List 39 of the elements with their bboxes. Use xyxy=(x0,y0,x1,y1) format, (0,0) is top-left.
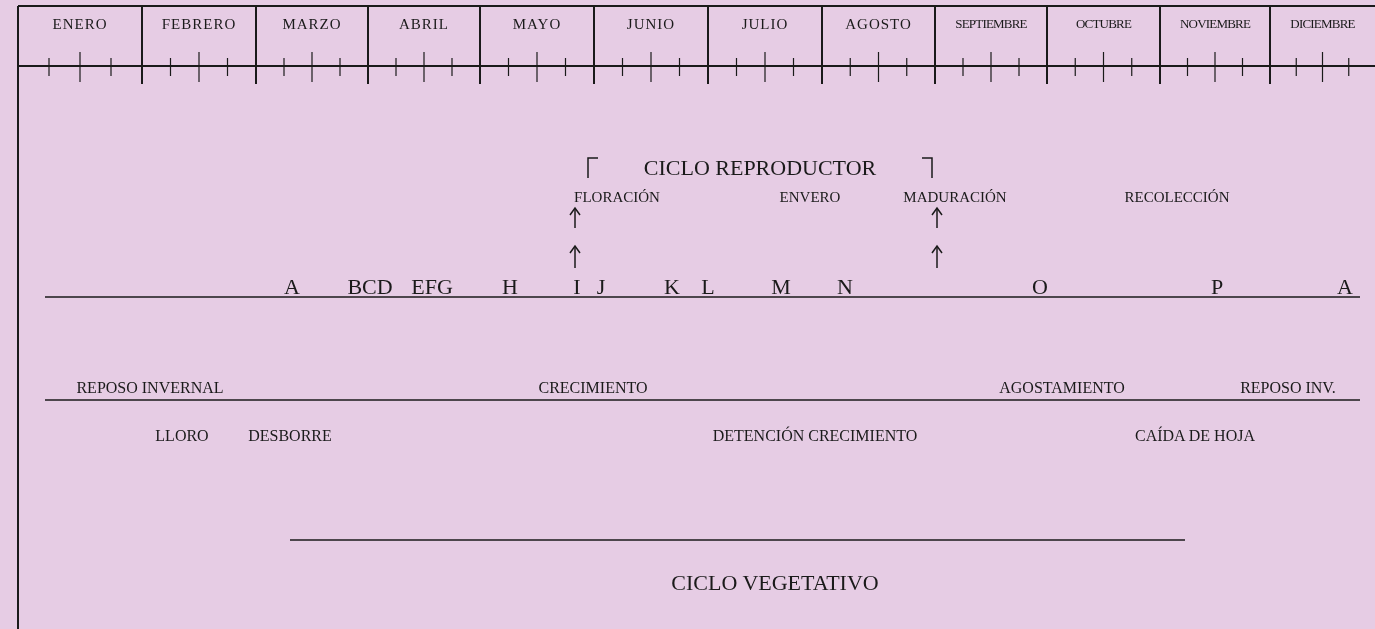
event-label: CAÍDA DE HOJA xyxy=(1135,427,1255,445)
period-label: REPOSO INVERNAL xyxy=(76,379,224,397)
stage-letter: P xyxy=(1210,274,1224,300)
stage-letter: EFG xyxy=(411,274,453,300)
phase-label: FLORACIÓN xyxy=(574,188,660,206)
event-label: DETENCIÓN CRECIMIENTO xyxy=(712,427,918,445)
month-label: JUNIO xyxy=(626,15,676,33)
month-label: OCTUBRE xyxy=(1075,16,1132,32)
stage-letter: J xyxy=(596,274,606,300)
cycle-title: CICLO REPRODUCTOR xyxy=(643,155,877,181)
stage-letter: M xyxy=(771,274,791,300)
phase-label: RECOLECCIÓN xyxy=(1124,188,1230,206)
period-label: CRECIMIENTO xyxy=(538,379,648,397)
stage-letter: H xyxy=(502,274,518,300)
month-label: MARZO xyxy=(282,15,342,33)
month-label: AGOSTO xyxy=(845,15,912,33)
event-label: DESBORRE xyxy=(248,427,332,445)
month-label: SEPTIEMBRE xyxy=(955,16,1027,32)
month-label: ENERO xyxy=(52,15,108,33)
stage-letter: K xyxy=(664,274,680,300)
stage-letter: A xyxy=(284,274,300,300)
phase-label: ENVERO xyxy=(779,188,841,206)
month-label: DICIEMBRE xyxy=(1290,16,1355,32)
phase-label: MADURACIÓN xyxy=(903,188,1007,206)
month-label: MAYO xyxy=(512,15,562,33)
month-label: ABRIL xyxy=(399,15,449,33)
month-label: JULIO xyxy=(741,15,789,33)
cycle-title: CICLO VEGETATIVO xyxy=(671,570,879,596)
stage-letter: O xyxy=(1032,274,1048,300)
stage-letter: A xyxy=(1337,274,1353,300)
period-label: AGOSTAMIENTO xyxy=(999,379,1125,397)
month-label: NOVIEMBRE xyxy=(1179,16,1251,32)
event-label: LLORO xyxy=(155,427,209,445)
stage-letter: N xyxy=(837,274,853,300)
stage-letter: L xyxy=(701,274,715,300)
period-label: REPOSO INV. xyxy=(1240,379,1336,397)
stage-letter: BCD xyxy=(347,274,393,300)
stage-letter: I xyxy=(573,274,581,300)
month-label: FEBRERO xyxy=(161,15,237,33)
